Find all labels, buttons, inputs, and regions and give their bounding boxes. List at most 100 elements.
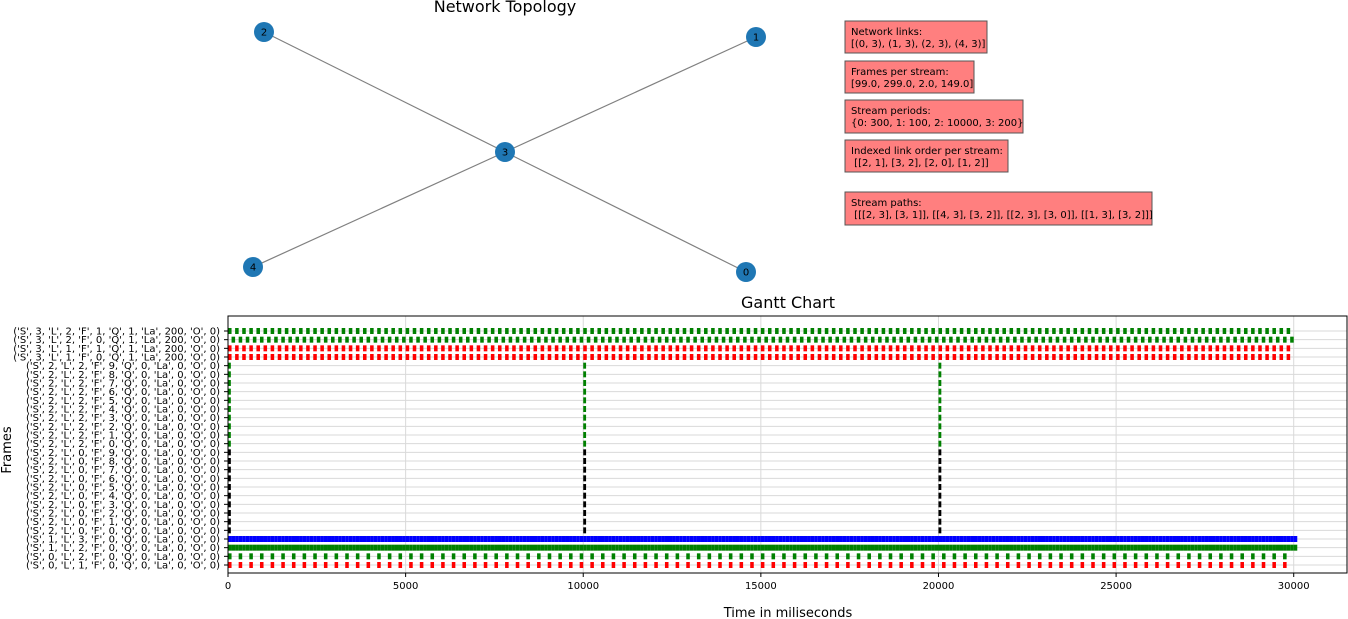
gantt-bar bbox=[870, 544, 875, 551]
gantt-bar bbox=[998, 536, 1003, 542]
gantt-bar bbox=[370, 345, 374, 352]
gantt-bar bbox=[1087, 328, 1092, 334]
gantt-bar bbox=[1165, 553, 1170, 560]
gantt-bar bbox=[931, 536, 935, 542]
gantt-bar bbox=[1236, 345, 1241, 352]
gantt-bar bbox=[839, 354, 843, 360]
gantt-bar bbox=[757, 336, 761, 343]
topology-title: Network Topology bbox=[434, 0, 577, 16]
gantt-grid bbox=[227, 316, 1347, 573]
gantt-bar bbox=[554, 354, 559, 360]
gantt-bar bbox=[839, 544, 843, 551]
y-tick-label: ('S', 3, 'L', 1, 'F', 0, 'Q', 1, 'La', 2… bbox=[13, 353, 220, 364]
gantt-bar bbox=[906, 336, 911, 343]
gantt-bar bbox=[299, 354, 303, 360]
gantt-bar bbox=[874, 345, 879, 352]
gantt-bar bbox=[608, 536, 612, 542]
gantt-bar bbox=[959, 354, 964, 360]
gantt-bar bbox=[707, 544, 712, 551]
gantt-bar bbox=[1158, 328, 1163, 334]
gantt-bar bbox=[377, 328, 381, 334]
gantt-bar bbox=[803, 553, 808, 560]
gantt-bar bbox=[1123, 562, 1127, 568]
gantt-bar bbox=[1286, 328, 1291, 334]
gantt-bar bbox=[931, 328, 935, 334]
gantt-bar bbox=[675, 536, 680, 542]
gantt-bar bbox=[664, 562, 669, 568]
gantt-bar bbox=[476, 345, 481, 352]
gantt-bar bbox=[380, 536, 385, 542]
gantt-bar bbox=[483, 354, 488, 360]
gantt-bar bbox=[931, 345, 935, 352]
gantt-bar bbox=[664, 536, 669, 542]
gantt-bar bbox=[1087, 345, 1092, 352]
gantt-bar bbox=[359, 544, 363, 551]
gantt-bar bbox=[1073, 354, 1078, 360]
gantt-bar bbox=[604, 354, 609, 360]
gantt-bar bbox=[1169, 536, 1173, 542]
gantt-bar bbox=[490, 536, 495, 542]
gantt-bar bbox=[974, 328, 978, 334]
gantt-bar bbox=[270, 354, 275, 360]
gantt-bar bbox=[938, 432, 942, 438]
gantt-bar bbox=[547, 544, 552, 551]
gantt-bar bbox=[998, 544, 1003, 551]
gantt-bar bbox=[718, 345, 722, 352]
gantt-bar bbox=[831, 354, 836, 360]
gantt-bar bbox=[959, 536, 964, 542]
gantt-bar bbox=[995, 536, 999, 542]
gantt-bar bbox=[920, 536, 925, 542]
gantt-bar bbox=[1098, 536, 1102, 542]
gantt-bar bbox=[1130, 536, 1134, 542]
info-box-text: [[2, 1], [3, 2], [2, 0], [1, 2]] bbox=[851, 158, 989, 169]
gantt-bar bbox=[988, 354, 992, 360]
y-tick-label: ('S', 2, 'L', 0, 'F', 7, 'Q', 0, 'La', 0… bbox=[26, 465, 220, 476]
gantt-bar bbox=[434, 328, 438, 334]
gantt-bar bbox=[1165, 562, 1170, 568]
gantt-bar bbox=[782, 328, 786, 334]
gantt-bar bbox=[497, 536, 502, 542]
gantt-bar bbox=[1201, 536, 1205, 542]
info-box-link-order: Indexed link order per stream: [[2, 1], … bbox=[844, 139, 1009, 173]
gantt-row-bars bbox=[228, 553, 1287, 560]
gantt-bar bbox=[590, 544, 594, 551]
gantt-bar bbox=[544, 536, 548, 542]
gantt-bar bbox=[1108, 536, 1113, 542]
gantt-bar bbox=[753, 544, 758, 551]
gantt-bar bbox=[910, 354, 914, 360]
gantt-bar bbox=[732, 536, 736, 542]
gantt-bar bbox=[938, 380, 942, 386]
gantt-bar bbox=[640, 536, 644, 542]
gantt-bar bbox=[423, 336, 427, 343]
gantt-bar bbox=[835, 336, 840, 343]
gantt-bar bbox=[1187, 536, 1191, 542]
gantt-bar bbox=[583, 440, 587, 447]
gantt-bar bbox=[228, 510, 231, 516]
gantt-bar bbox=[831, 536, 836, 542]
gantt-bar bbox=[263, 544, 268, 551]
gantt-bar bbox=[291, 553, 296, 560]
gantt-bar bbox=[1265, 544, 1269, 551]
gantt-bar bbox=[537, 553, 541, 560]
gantt-bar bbox=[338, 536, 342, 542]
gantt-bar bbox=[842, 336, 847, 343]
gantt-bar bbox=[693, 336, 697, 343]
gantt-bar bbox=[235, 354, 239, 360]
gantt-bar bbox=[579, 544, 584, 551]
gantt-bar bbox=[654, 345, 658, 352]
gantt-bar bbox=[984, 553, 989, 560]
gantt-bar bbox=[981, 536, 985, 542]
gantt-bar bbox=[632, 354, 637, 360]
gantt-bar bbox=[643, 553, 648, 560]
gantt-bar bbox=[632, 536, 637, 542]
gantt-bar bbox=[807, 536, 811, 542]
gantt-bar bbox=[1219, 536, 1223, 542]
gantt-bar bbox=[1272, 562, 1276, 568]
gantt-bar bbox=[1261, 544, 1266, 551]
gantt-bar bbox=[466, 544, 470, 551]
gantt-bar bbox=[242, 536, 246, 542]
gantt-bar bbox=[1094, 345, 1099, 352]
gantt-bar bbox=[522, 544, 527, 551]
gantt-bar bbox=[966, 354, 971, 360]
gantt-bar bbox=[892, 536, 896, 542]
